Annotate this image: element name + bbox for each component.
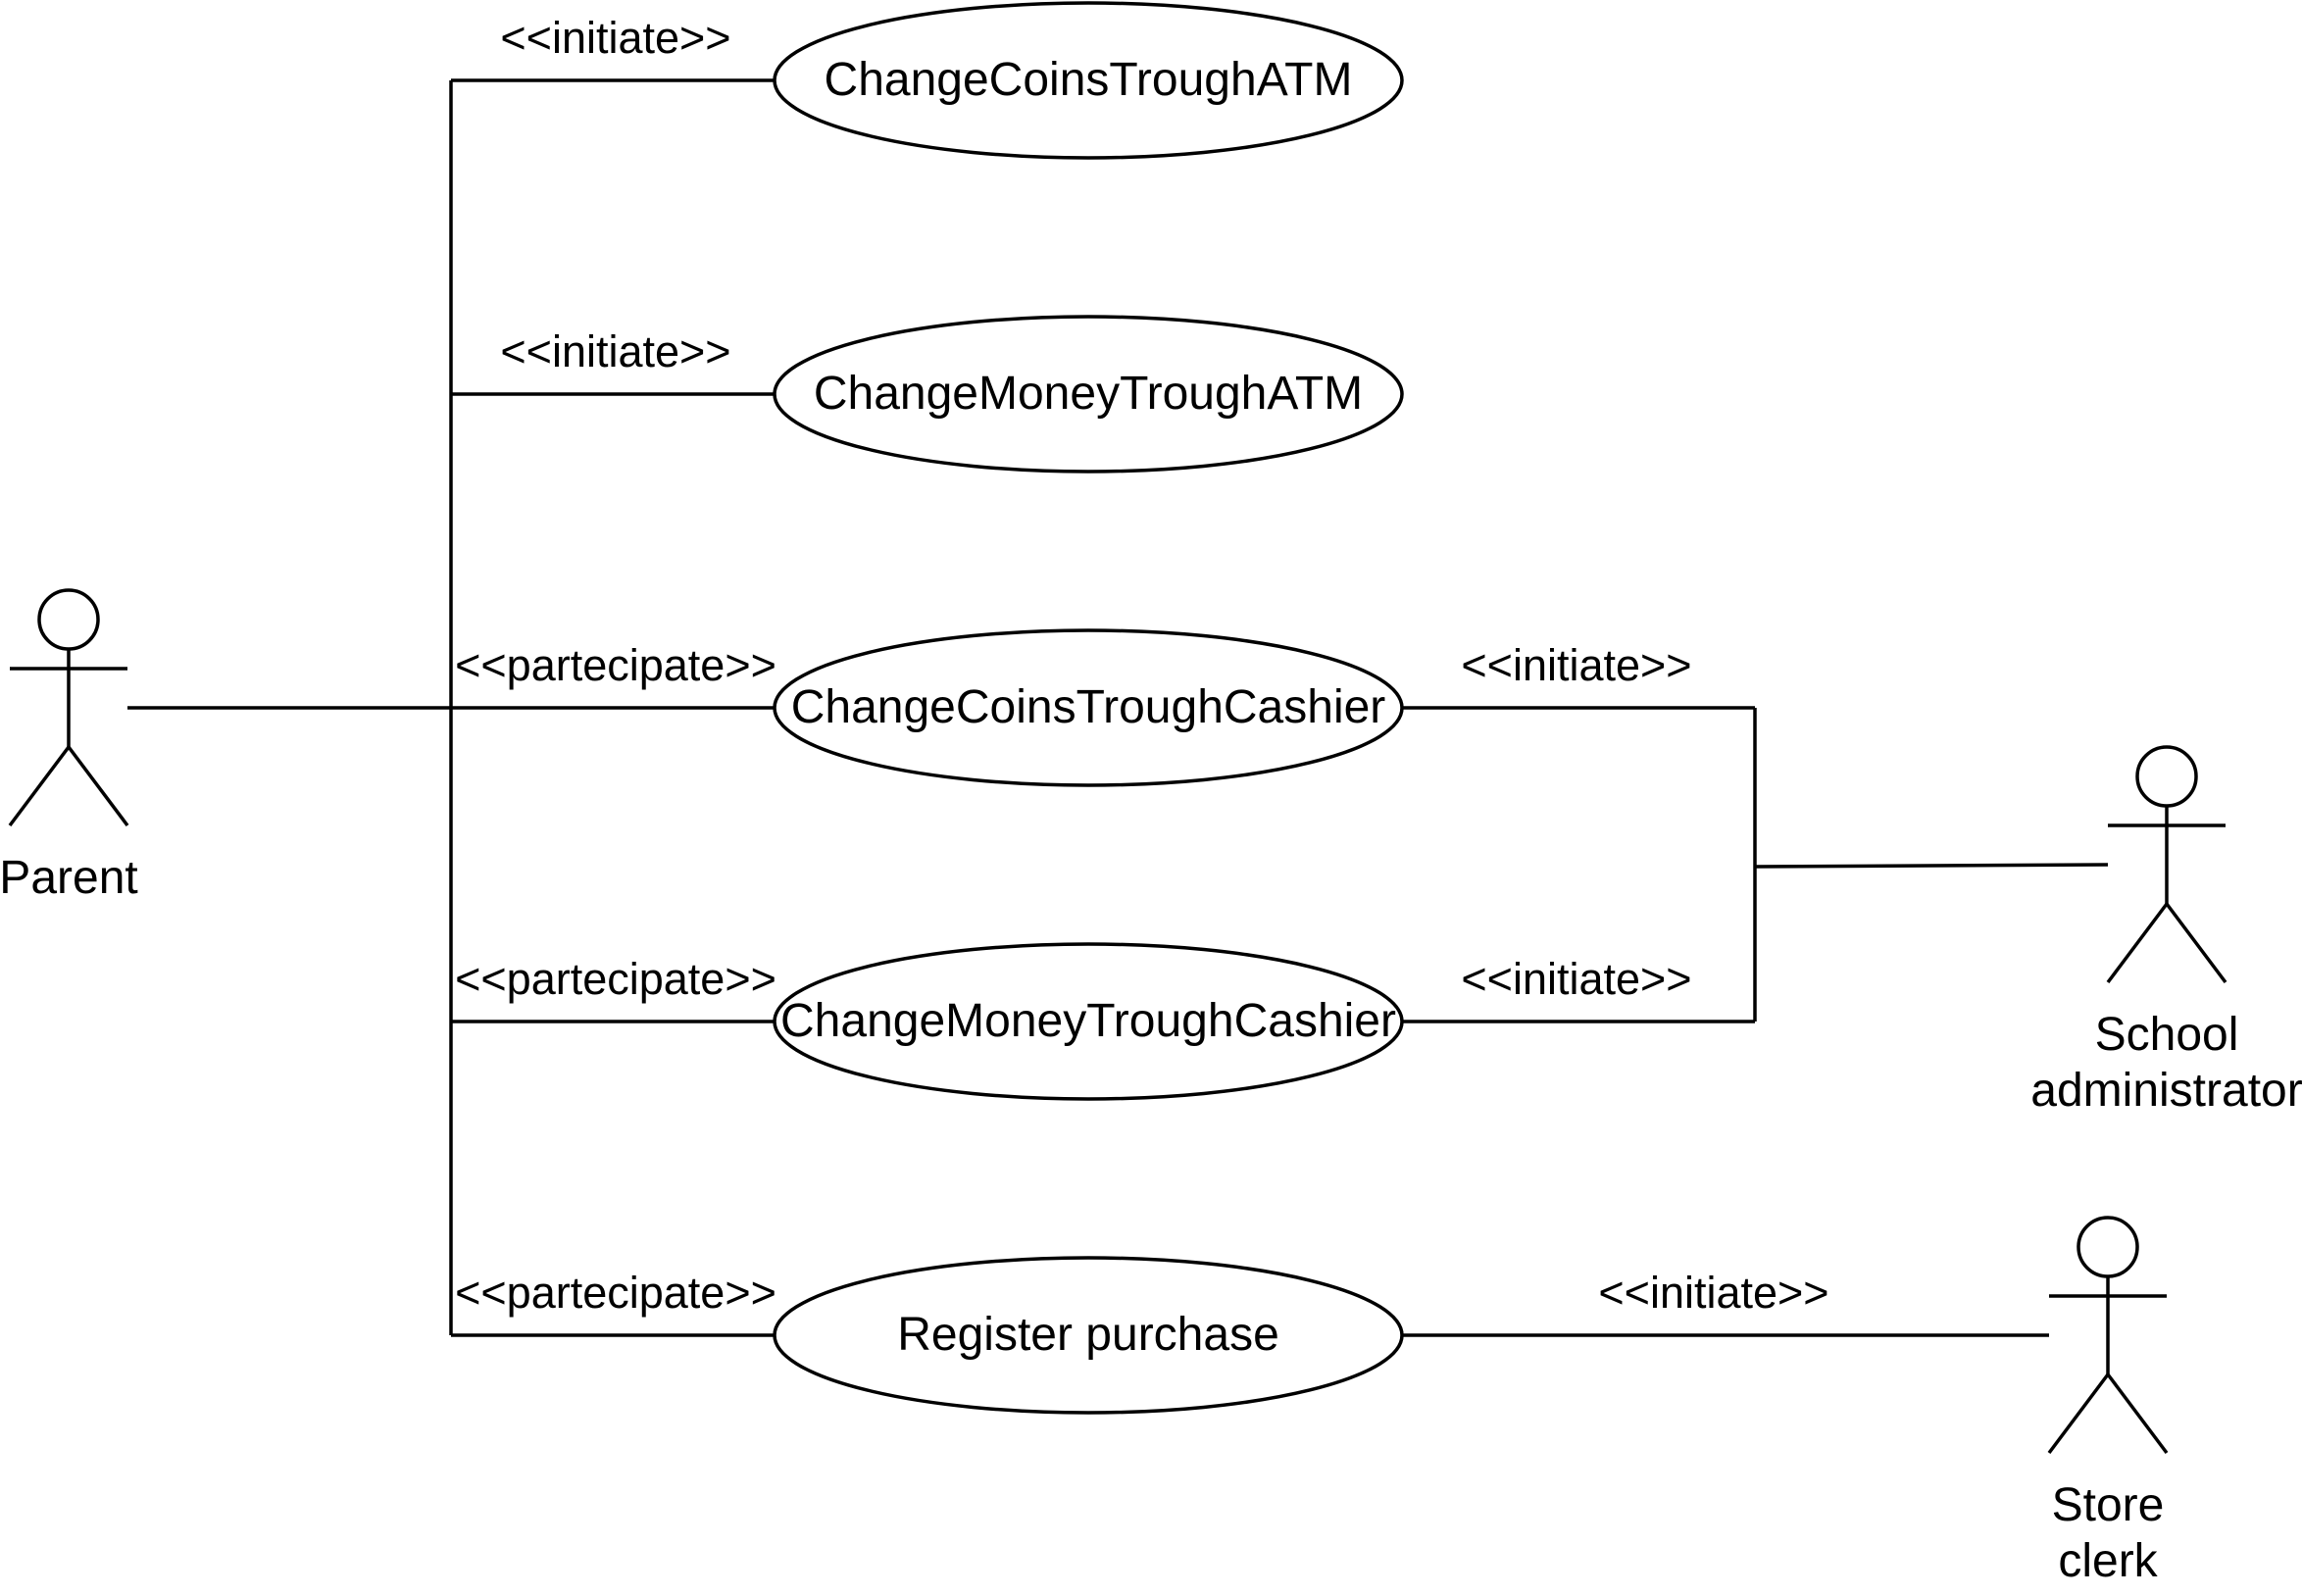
actor-parent: Parent	[0, 588, 138, 904]
stereotype-label: <<initiate>>	[1461, 954, 1691, 1004]
use-case-label: ChangeMoneyTroughATM	[814, 368, 1363, 420]
stereotype-label: <<initiate>>	[1461, 640, 1691, 690]
admin-to-trunk-line	[1754, 863, 2109, 869]
stereotype-label: <<partecipate>>	[455, 1268, 776, 1318]
stick-figure-icon	[2047, 1216, 2169, 1455]
actor-label: administrator	[2030, 1065, 2302, 1117]
use-case-label: ChangeCoinsTroughCashier	[791, 681, 1386, 733]
actor-label: Parent	[0, 852, 138, 904]
actor-label: School	[2095, 1009, 2239, 1061]
stereotype-label: <<initiate>>	[500, 13, 730, 63]
use-case-uc1: ChangeCoinsTroughATM	[773, 1, 1404, 160]
actor-label: Store	[2052, 1479, 2165, 1531]
use-case-label: Register purchase	[897, 1309, 1279, 1361]
stick-figure-icon	[8, 588, 129, 827]
use-case-uc2: ChangeMoneyTroughATM	[773, 315, 1404, 474]
stereotype-label: <<partecipate>>	[455, 954, 776, 1004]
use-case-uc5: Register purchase	[773, 1256, 1404, 1415]
actor-school-administrator: School administrator	[2030, 745, 2302, 1117]
stereotype-label: <<initiate>>	[500, 326, 730, 376]
stereotype-label: <<partecipate>>	[455, 640, 776, 690]
use-case-uc4: ChangeMoneyTroughCashier	[773, 942, 1404, 1101]
stereotype-label: <<initiate>>	[1598, 1268, 1828, 1318]
use-case-label: ChangeCoinsTroughATM	[825, 54, 1353, 106]
use-case-label: ChangeMoneyTroughCashier	[780, 995, 1396, 1047]
actor-store-clerk: Store clerk	[2047, 1216, 2169, 1587]
actor-label: clerk	[2058, 1535, 2158, 1587]
use-case-uc3: ChangeCoinsTroughCashier	[773, 628, 1404, 787]
stick-figure-icon	[2106, 745, 2227, 984]
